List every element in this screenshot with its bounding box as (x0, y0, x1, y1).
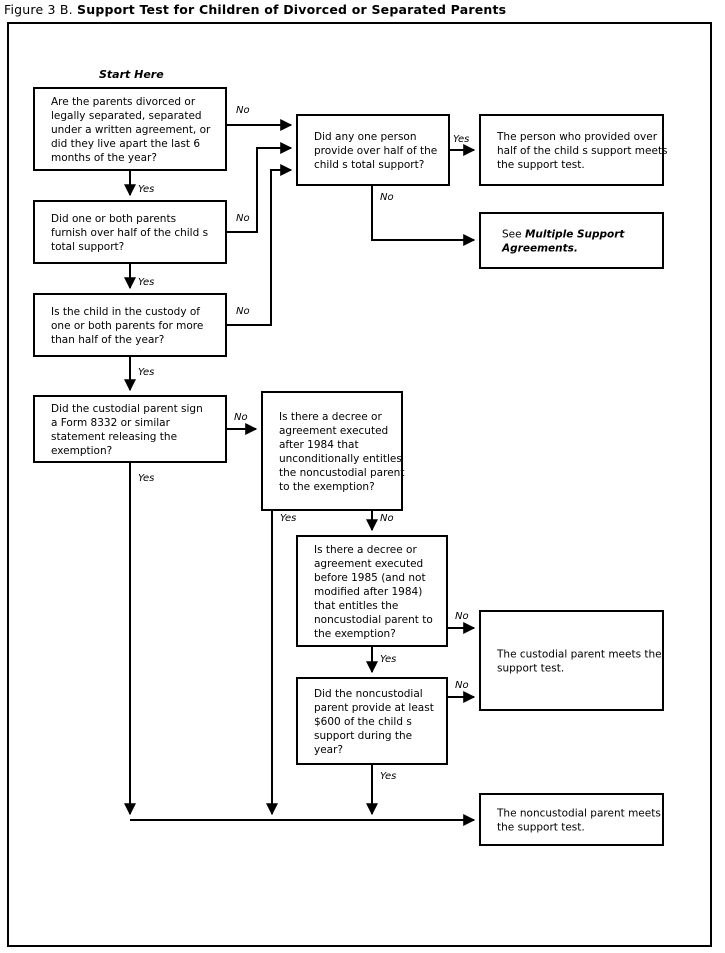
edge-label-q1-yes: Yes (138, 184, 154, 195)
noncustodial-600-support-question-line: parent provide at least (314, 702, 434, 714)
figure-number: Figure 3 B. (4, 2, 73, 17)
child-custody-question-line: than half of the year? (51, 334, 164, 346)
figure-name: Support Test for Children of Divorced or… (77, 2, 507, 17)
parents-divorced-question-line: did they live apart the last 6 (51, 138, 200, 150)
noncustodial-600-support-question-box (296, 677, 448, 765)
edge-label-q5-no: No (380, 513, 394, 524)
connector-q8-no (371, 185, 476, 246)
custodial-parent-meets-test-result-line: support test. (497, 663, 564, 675)
noncustodial-600-support-question[interactable]: Did the noncustodial parent provide at le… (296, 677, 448, 765)
parents-divorced-question-box (33, 87, 227, 171)
any-one-person-half-support-question-line: Did any one person (314, 131, 417, 143)
form-8332-signed-question-box (33, 395, 227, 463)
decree-after-1984-question-line: after 1984 that (279, 439, 359, 451)
multiple-support-agreements-result-box (479, 212, 664, 269)
person-provided-half-result[interactable]: The person who provided over half of the … (479, 114, 668, 186)
connector-q2-no (226, 142, 293, 233)
decree-before-1985-question-line: Is there a decree or (314, 544, 417, 556)
decree-before-1985-question-line: the exemption? (314, 628, 396, 640)
any-one-person-half-support-question[interactable]: Did any one person provide over half of t… (296, 114, 450, 186)
page-title: Figure 3 B. Support Test for Children of… (4, 2, 506, 18)
multiple-support-agreements-result-line: See Multiple Support (502, 229, 625, 241)
form-8332-signed-question[interactable]: Did the custodial parent sign a Form 8332… (33, 395, 227, 463)
person-provided-half-result-line: half of the child s support meets (497, 145, 668, 157)
edge-label-q2-yes: Yes (138, 277, 154, 288)
any-one-person-half-support-question-box (296, 114, 450, 186)
chart-border (7, 22, 712, 947)
form-8332-signed-question-line: Did the custodial parent sign (51, 403, 203, 415)
decree-before-1985-question-line: that entitles the (314, 600, 398, 612)
edge-label-q4-yes: Yes (138, 473, 154, 484)
edge-label-q3-yes: Yes (138, 367, 154, 378)
decree-before-1985-question-line: agreement executed (314, 558, 423, 570)
edge-label-q6-no: No (455, 611, 469, 622)
noncustodial-600-support-question-line: Did the noncustodial (314, 688, 423, 700)
start-here-label: Start Here (99, 68, 164, 81)
edge-label-q4-no: No (234, 412, 248, 423)
parents-furnish-half-support-question-line: total support? (51, 241, 124, 253)
noncustodial-parent-meets-test-result-line: the support test. (497, 822, 585, 834)
decree-before-1985-question[interactable]: Is there a decree or agreement executed be… (296, 535, 448, 647)
decree-after-1984-question-line: Is there a decree or (279, 411, 382, 423)
parents-furnish-half-support-question-box (33, 200, 227, 264)
edge-label-q3-no: No (236, 306, 250, 317)
edge-label-q1-no: No (236, 105, 250, 116)
parents-divorced-question-line: under a written agreement, or (51, 124, 211, 136)
decree-before-1985-question-line: modified after 1984) (314, 586, 422, 598)
custodial-parent-meets-test-result[interactable]: The custodial parent meets the support te… (479, 610, 664, 711)
multiple-support-agreements-result-line: Agreements. (501, 243, 578, 255)
decree-before-1985-question-line: noncustodial parent to (314, 614, 433, 626)
form-8332-signed-question-line: statement releasing the (51, 431, 177, 443)
any-one-person-half-support-question-line: provide over half of the (314, 145, 437, 157)
parents-furnish-half-support-question-line: furnish over half of the child s (51, 227, 208, 239)
edge-label-q7-yes: Yes (380, 771, 396, 782)
form-8332-signed-question-line: exemption? (51, 445, 112, 457)
parents-divorced-question-line: months of the year? (51, 152, 157, 164)
parents-divorced-question[interactable]: Are the parents divorced or legally separ… (33, 87, 227, 171)
decree-after-1984-question-line: to the exemption? (279, 481, 375, 493)
person-provided-half-result-line: The person who provided over (496, 131, 658, 143)
parents-furnish-half-support-question[interactable]: Did one or both parents furnish over half… (33, 200, 227, 264)
noncustodial-parent-meets-test-result-line: The noncustodial parent meets (496, 808, 661, 820)
noncustodial-parent-meets-test-result-box (479, 793, 664, 846)
edge-label-q5-yes: Yes (280, 513, 296, 524)
noncustodial-600-support-question-line: support during the (314, 730, 412, 742)
decree-after-1984-question-box (261, 391, 403, 511)
decree-after-1984-question[interactable]: Is there a decree or agreement executed af… (261, 391, 404, 511)
decree-after-1984-question-line: unconditionally entitles (279, 453, 402, 465)
decree-after-1984-question-line: agreement executed (279, 425, 388, 437)
parents-divorced-question-line: Are the parents divorced or (51, 96, 196, 108)
child-custody-question-line: one or both parents for more (51, 320, 203, 332)
child-custody-question-line: Is the child in the custody of (51, 306, 200, 318)
connector-q3-no (226, 164, 293, 326)
parents-furnish-half-support-question-line: Did one or both parents (51, 213, 176, 225)
custodial-parent-meets-test-result-line: The custodial parent meets the (496, 649, 662, 661)
decree-after-1984-question-line: the noncustodial parent (279, 467, 404, 479)
parents-divorced-question-line: legally separated, separated (51, 110, 202, 122)
custodial-parent-meets-test-result-box (479, 610, 664, 711)
form-8332-signed-question-line: a Form 8332 or similar (51, 417, 171, 429)
edge-label-q2-no: No (236, 213, 250, 224)
decree-before-1985-question-line: before 1985 (and not (314, 572, 426, 584)
child-custody-question[interactable]: Is the child in the custody of one or bot… (33, 293, 227, 357)
decree-before-1985-question-box (296, 535, 448, 647)
noncustodial-600-support-question-line: year? (314, 744, 343, 756)
person-provided-half-result-box (479, 114, 664, 186)
person-provided-half-result-line: the support test. (497, 159, 585, 171)
noncustodial-600-support-question-line: $600 of the child s (314, 716, 412, 728)
any-one-person-half-support-question-line: child s total support? (314, 159, 424, 171)
edge-label-q6-yes: Yes (380, 654, 396, 665)
child-custody-question-box (33, 293, 227, 357)
edge-label-q7-no: No (455, 680, 469, 691)
noncustodial-parent-meets-test-result[interactable]: The noncustodial parent meets the support… (479, 793, 664, 846)
edge-label-q8-yes: Yes (453, 134, 469, 145)
edge-label-q8-no: No (380, 192, 394, 203)
